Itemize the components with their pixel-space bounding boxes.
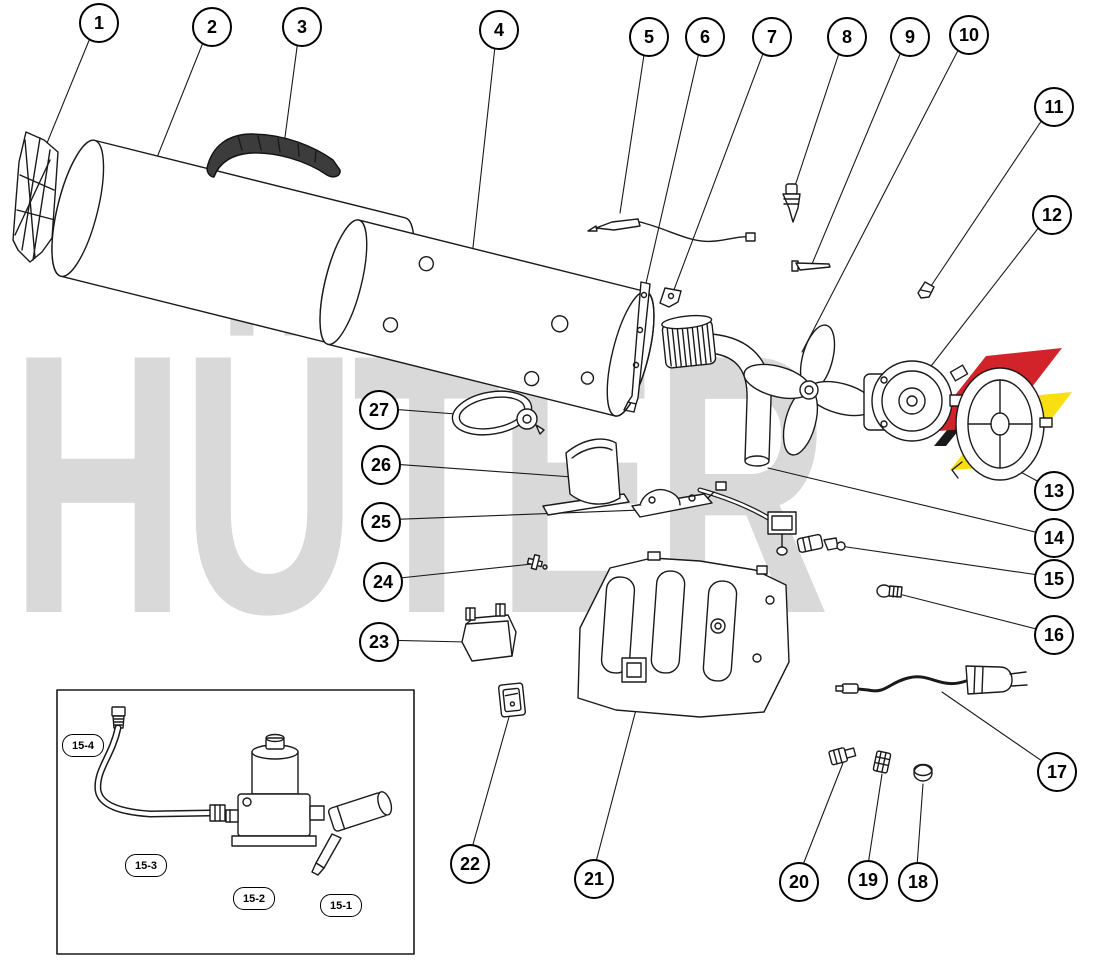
part-20-nozzle-fitting — [828, 747, 857, 766]
callout-11: 11 — [1034, 87, 1074, 127]
callout-18: 18 — [898, 862, 938, 902]
callout-8: 8 — [827, 17, 867, 57]
part-5-ignition-electrode — [587, 218, 756, 243]
callout-15-4: 15-4 — [62, 734, 104, 757]
fan-impeller — [743, 324, 875, 456]
part-21-base-shell — [577, 551, 790, 718]
part-24-screw-clip — [526, 554, 548, 571]
part-9-pin — [791, 260, 831, 272]
callout-15: 15 — [1034, 559, 1074, 599]
part-7-electrode-bracket — [659, 287, 682, 308]
part-15-1-nozzle-assembly — [311, 791, 393, 876]
callout-3: 3 — [282, 7, 322, 47]
callout-15-3: 15-3 — [125, 854, 167, 877]
part-19-sleeve — [872, 750, 892, 774]
part-17-power-cord — [835, 665, 1028, 695]
leader-lines — [37, 20, 1056, 906]
callout-7: 7 — [752, 17, 792, 57]
callout-22: 22 — [450, 844, 490, 884]
part-15-4-inlet-connector — [111, 706, 126, 729]
callout-16: 16 — [1034, 615, 1074, 655]
callout-23: 23 — [359, 622, 399, 662]
inset-valve-assembly — [56, 689, 415, 955]
part-12-fan-motor — [863, 360, 964, 442]
callout-21: 21 — [574, 859, 614, 899]
callout-19: 19 — [848, 860, 888, 900]
part-1-inlet-grille — [12, 131, 59, 263]
callout-27: 27 — [359, 390, 399, 430]
callout-20: 20 — [779, 862, 819, 902]
part-15-2-solenoid-valve — [225, 733, 325, 847]
part-3-carry-handle — [206, 133, 341, 178]
part-22-rocker-switch — [497, 682, 527, 718]
callout-25: 25 — [361, 502, 401, 542]
callout-17: 17 — [1037, 752, 1077, 792]
part-15-3-pipe — [94, 724, 226, 822]
callout-15-1: 15-1 — [320, 894, 362, 917]
callout-1: 1 — [79, 3, 119, 43]
callout-24: 24 — [363, 562, 403, 602]
part-23-bracket — [461, 603, 517, 662]
part-4-combustion-cylinder — [319, 219, 655, 417]
callout-26: 26 — [361, 445, 401, 485]
callout-12: 12 — [1032, 195, 1072, 235]
part-15-gas-valve — [697, 487, 846, 556]
part-18-cap — [913, 763, 933, 782]
callout-9: 9 — [890, 17, 930, 57]
callout-13: 13 — [1034, 471, 1074, 511]
callout-14: 14 — [1034, 518, 1074, 558]
part-10-burner-elbow — [661, 314, 772, 467]
part-6-bracket-strip — [623, 281, 651, 413]
part-26-heat-shield — [565, 438, 621, 505]
callout-10: 10 — [949, 15, 989, 55]
part-16-grommet — [876, 584, 903, 598]
callout-4: 4 — [479, 10, 519, 50]
part-11-clip — [917, 281, 935, 299]
part-13-fan-guard — [949, 364, 1053, 481]
part-8-spark-plug — [782, 183, 801, 223]
callout-15-2: 15-2 — [233, 887, 275, 910]
part-27-gasket-ring — [451, 390, 545, 436]
callout-6: 6 — [685, 17, 725, 57]
callout-5: 5 — [629, 17, 669, 57]
callout-2: 2 — [192, 7, 232, 47]
